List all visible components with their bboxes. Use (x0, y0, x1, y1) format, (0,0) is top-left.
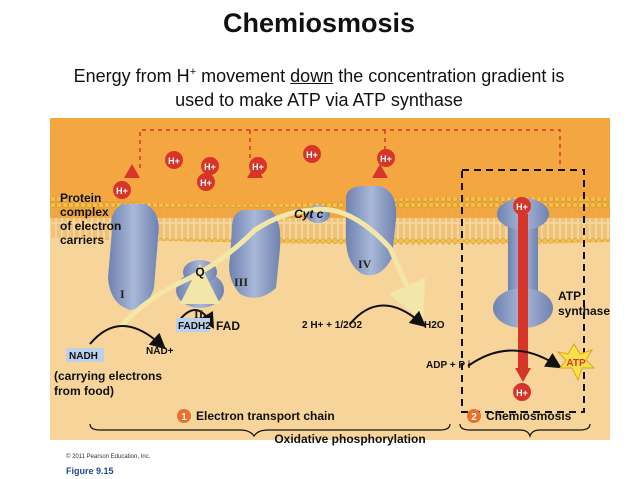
subtitle-part3: the concentration gradient is (333, 66, 565, 86)
step-1-number: 1 (181, 412, 187, 423)
protein-complex-label-line3: of electron (60, 219, 121, 233)
h-ion-8: H+ (513, 197, 531, 215)
brace-etc (89, 423, 451, 438)
protein-complex-label-line1: Protein (60, 191, 101, 205)
carrying-label-2: from food) (54, 384, 114, 398)
step-2-label: Chemiosmosis (486, 409, 572, 423)
h-ion-1: H+ (165, 151, 183, 169)
complex-IV-label: IV (358, 257, 372, 271)
fadh2-box (176, 318, 210, 332)
nadh-box (66, 348, 104, 362)
slide-subtitle: Energy from H+ movement down the concent… (0, 60, 638, 112)
h-ion-4-label: H+ (306, 150, 318, 160)
h-ion-5-label: H+ (200, 178, 212, 188)
atp-label: ATP (566, 358, 586, 369)
h-ion-6: H+ (377, 149, 395, 167)
complex-II-label: II (194, 307, 204, 321)
oxygen-reduction-arrow (349, 304, 427, 328)
chemiosmosis-box (461, 169, 585, 413)
nadh-oxidation-arrow (89, 325, 166, 350)
step-2-number: 2 (471, 412, 477, 423)
proton-pump-I-head (124, 164, 140, 178)
figure-footer-band (50, 440, 610, 479)
nadh-label: NADH (69, 351, 98, 362)
slide-title: Chemiosmosis (222, 8, 416, 38)
proton-pump-IV-head (372, 164, 388, 178)
chemiosmosis-diagram: H+ H+ H+ H+ H+ H+ H+ H+ H+ Protein compl… (50, 118, 610, 479)
h-ion-7-label: H+ (116, 186, 128, 196)
oxygen-equation: 2 H+ + 1/2O2 (302, 320, 362, 331)
atp-synthase-label-1: ATP (558, 289, 581, 303)
h-ion-8-label: H+ (516, 202, 528, 212)
h-ion-2: H+ (201, 157, 219, 175)
step-1-label: Electron transport chain (196, 409, 335, 423)
atp-synthase-label-2: synthase (558, 304, 610, 318)
carrying-label-1: (carrying electrons (54, 369, 162, 383)
h-ion-7: H+ (113, 181, 131, 199)
copyright-text: © 2011 Pearson Education, Inc. (66, 453, 151, 460)
subtitle-underlined: down (290, 66, 334, 86)
figure-label: Figure 9.15 (66, 466, 114, 476)
adp-pi-label: ADP + P i (426, 360, 471, 371)
proton-flow-synthase-head (515, 368, 531, 382)
electron-path (118, 206, 426, 330)
subtitle-part2: movement (196, 66, 291, 86)
subtitle-line2: used to make ATP via ATP synthase (175, 90, 463, 110)
water-label: H2O (424, 320, 445, 331)
q-label: Q (195, 265, 204, 279)
fadh2-label: FADH2 (178, 321, 211, 332)
protein-complex-label-line4: carriers (60, 233, 104, 247)
proton-return-path (139, 129, 561, 168)
cyt-c-label: Cyt c (294, 207, 324, 221)
atp-synthesis-arrow (467, 349, 562, 369)
ox-phos-label: Oxidative phosphorylation (274, 432, 425, 446)
h-ion-9: H+ (513, 383, 531, 401)
nad-plus-label: NAD+ (146, 346, 174, 357)
protein-complex-label: Protein complex of electron carriers (60, 191, 121, 247)
h-ion-6-label: H+ (380, 154, 392, 164)
h-ion-1-label: H+ (168, 156, 180, 166)
brace-chemiosmosis (459, 423, 591, 438)
complex-III-label: III (234, 275, 248, 289)
protein-complex-label-line2: complex (60, 205, 109, 219)
h-ion-5: H+ (197, 173, 215, 191)
h-ion-3-label: H+ (252, 162, 264, 172)
atp-burst: ATP (556, 343, 596, 382)
inner-membrane (50, 196, 610, 245)
h-ion-9-label: H+ (516, 388, 528, 398)
step-2: 2 Chemiosmosis (467, 409, 572, 423)
h-ion-4: H+ (303, 145, 321, 163)
step-1: 1 Electron transport chain (177, 409, 335, 423)
fad-label: FAD (216, 319, 240, 333)
subtitle-part1: Energy from H (73, 66, 190, 86)
complex-I-label: I (120, 287, 125, 301)
subtitle-sup: + (189, 66, 197, 78)
h-ion-2-label: H+ (204, 162, 216, 172)
h-ion-3: H+ (249, 157, 267, 175)
